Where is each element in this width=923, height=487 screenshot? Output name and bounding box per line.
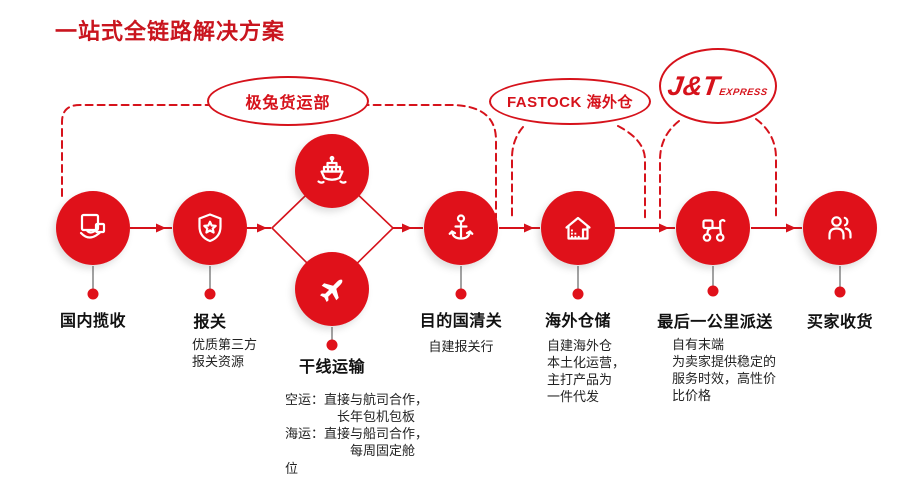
- label-stem-dots: [87, 285, 846, 351]
- flow-arrowheads: [156, 223, 796, 233]
- node-customs-declaration: [173, 191, 247, 265]
- label-last-mile-delivery: 最后一公里派送: [657, 314, 773, 331]
- label-customs-declaration: 报关: [193, 314, 227, 331]
- page-title: 一站式全链路解决方案: [55, 19, 286, 44]
- node-air-freight: [295, 252, 369, 326]
- jt-express-logo: J&T EXPRESS: [665, 70, 770, 101]
- delivery-scooter-icon: [702, 218, 726, 242]
- node-last-mile-delivery: [676, 191, 750, 265]
- jt-logo-main: J&T: [665, 70, 721, 101]
- node-destination-clearance: [424, 191, 498, 265]
- buyers-icon: [828, 216, 852, 240]
- node-sea-freight: [295, 134, 369, 208]
- warehouse-dots: [571, 229, 580, 238]
- label-domestic-pickup: 国内揽收: [59, 313, 126, 330]
- freight-dept-label: 极兔货运部: [245, 95, 331, 112]
- freight-dept-bubble: 极兔货运部: [207, 76, 369, 126]
- cargo-ship-icon: [317, 155, 347, 184]
- freight-bracket-dashed-line: [61, 104, 497, 219]
- subtitle-last-mile-delivery: 自有末端 为卖家提供稳定的 服务时效，高性价 比价格: [672, 337, 777, 404]
- anchor-icon: [448, 214, 474, 240]
- node-domestic-pickup: [56, 191, 130, 265]
- subtitle-trunk-transport: 空运：直接与航司合作， 长年包机包板 海运：直接与船司合作， 每周固定舱 位: [285, 392, 429, 476]
- fastock-bracket-left-dashed-line: [511, 126, 524, 219]
- label-stems: [92, 266, 841, 340]
- warehouse-icon: [565, 216, 591, 240]
- airplane-icon: [320, 279, 343, 302]
- parcel-hand-icon: [79, 213, 106, 239]
- subtitle-customs-declaration: 优质第三方 报关资源: [192, 337, 258, 370]
- label-overseas-warehouse: 海外仓储: [544, 313, 611, 330]
- label-trunk-transport: 干线运输: [298, 359, 365, 376]
- subtitle-destination-clearance: 自建报关行: [428, 339, 494, 354]
- fastock-label: FASTOCK 海外仓: [506, 94, 634, 111]
- fastock-bubble: FASTOCK 海外仓: [489, 78, 651, 125]
- subtitle-overseas-warehouse: 自建海外仓 本土化运营， 主打产品为 一件代发: [547, 338, 626, 405]
- jt-bracket-right-dashed-line: [755, 118, 777, 221]
- shield-star-icon: [198, 213, 222, 243]
- node-buyer-receipt: [803, 191, 877, 265]
- fastock-bracket-right-dashed-line: [617, 125, 646, 219]
- label-buyer-receipt: 买家收货: [806, 314, 873, 331]
- jt-bracket-left-dashed-line: [659, 120, 680, 221]
- jt-logo-sub: EXPRESS: [718, 86, 769, 98]
- label-destination-clearance: 目的国清关: [419, 313, 503, 330]
- node-overseas-warehouse: [541, 191, 615, 265]
- jt-express-bubble: J&T EXPRESS: [659, 48, 777, 124]
